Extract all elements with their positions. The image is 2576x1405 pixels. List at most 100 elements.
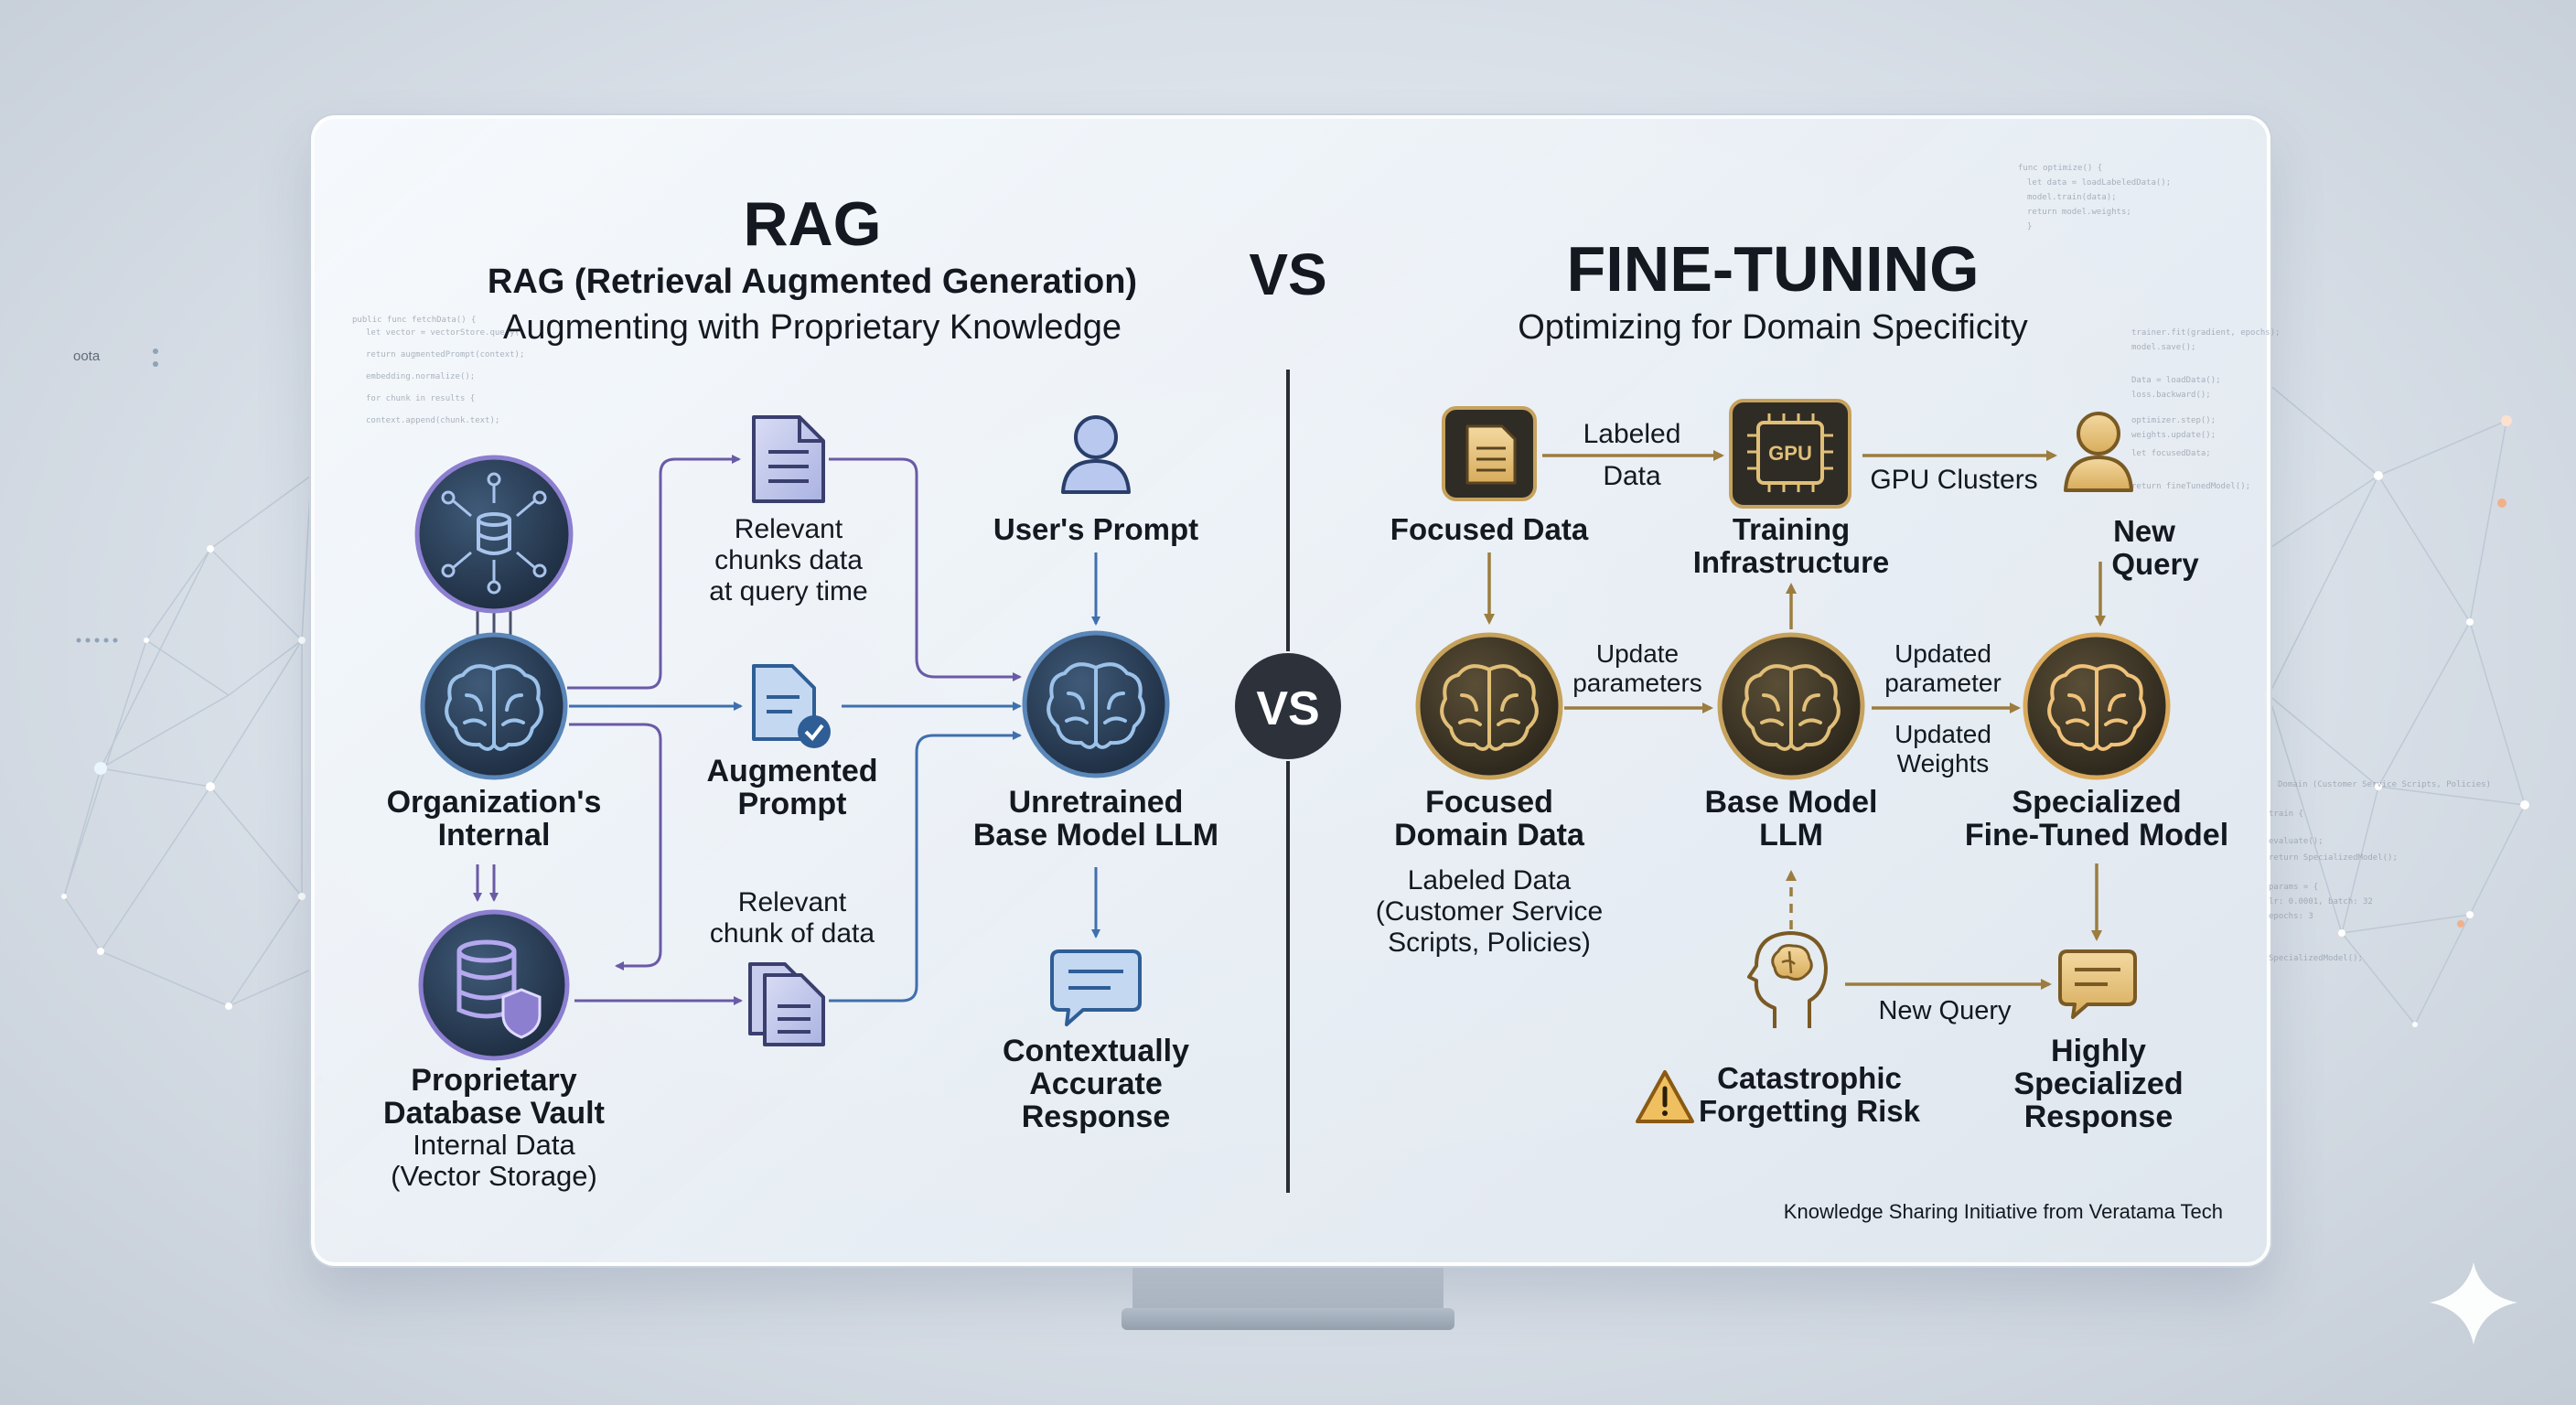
training-infra-2: Infrastructure — [1693, 545, 1890, 579]
svg-text:func optimize() {: func optimize() { — [2018, 164, 2102, 173]
specialized-1: Specialized — [2012, 785, 2181, 820]
document-icon — [752, 415, 825, 503]
chat-bubble-icon — [1050, 949, 1142, 1026]
svg-text:params = {: params = { — [2269, 883, 2318, 892]
svg-text:lr: 0.0001, batch: 32: lr: 0.0001, batch: 32 — [2269, 897, 2373, 906]
brain-icon — [1717, 632, 1865, 780]
svg-text:let focusedData;: let focusedData; — [2131, 449, 2211, 458]
document-icon — [1442, 406, 1537, 501]
svg-text:let vector = vectorStore.query: let vector = vectorStore.query( — [366, 328, 520, 338]
ft-response-3: Response — [2024, 1099, 2174, 1134]
monitor-stand-base — [1122, 1308, 1454, 1330]
base-llm-label-2: Base Model LLM — [973, 818, 1218, 853]
ft-title: FINE-TUNING — [1566, 233, 1979, 305]
warning-icon — [1636, 1070, 1694, 1123]
svg-text:optimizer.step();: optimizer.step(); — [2131, 416, 2216, 425]
focused-domain-desc-2: (Customer Service — [1376, 896, 1603, 927]
svg-text:SpecializedModel();: SpecializedModel(); — [2269, 954, 2363, 963]
vault-desc-1: Internal Data — [413, 1129, 575, 1161]
svg-text:for chunk in results {: for chunk in results { — [366, 394, 475, 403]
focused-domain-2: Domain Data — [1394, 818, 1585, 853]
gpu-chip-icon: GPU — [1729, 399, 1852, 509]
ft-connectors — [1484, 450, 2106, 990]
rag-title: RAG — [743, 189, 881, 259]
updated-param-1: Updated — [1894, 639, 1991, 668]
svg-text:return augmentedPrompt(context: return augmentedPrompt(context); — [366, 350, 524, 359]
org-internal-label-2: Internal — [438, 818, 551, 853]
augmented-prompt-2: Prompt — [738, 787, 847, 821]
user-prompt-label: User's Prompt — [993, 512, 1198, 546]
new-query-edge: New Query — [1878, 996, 2012, 1025]
left-dots — [76, 349, 158, 643]
gpu-chip-text: GPU — [1768, 442, 1812, 465]
response-label-3: Response — [1022, 1099, 1171, 1134]
database-network-icon — [414, 455, 574, 614]
brain-icon — [1415, 632, 1563, 780]
focused-domain-desc-1: Labeled Data — [1408, 865, 1572, 896]
new-query-user-2: Query — [2111, 547, 2199, 581]
augmented-prompt-1: Augmented — [707, 754, 878, 788]
monitor-stand-neck — [1132, 1262, 1444, 1314]
rag-subtitle: RAG (Retrieval Augmented Generation) — [488, 263, 1137, 301]
vs-badge: VS — [1235, 653, 1341, 759]
updated-weights-1: Updated — [1894, 720, 1991, 748]
base-model-2: LLM — [1759, 818, 1823, 853]
base-llm-label-1: Unretrained — [1009, 785, 1184, 820]
network-nodes — [61, 415, 2529, 1027]
labeled-edge-2: Data — [1603, 461, 1661, 491]
relevant-chunk-1: Relevant — [738, 887, 847, 917]
vs-heading: VS — [1249, 241, 1326, 307]
vs-badge-text: VS — [1256, 682, 1319, 735]
updated-weights-2: Weights — [1897, 749, 1990, 778]
brain-icon — [420, 632, 568, 780]
focused-domain-1: Focused — [1425, 785, 1553, 820]
focused-data-label: Focused Data — [1390, 512, 1589, 546]
brain-icon — [1022, 630, 1170, 778]
relevant-chunks-2: chunks data — [714, 545, 863, 575]
rag-tagline: Augmenting with Proprietary Knowledge — [503, 308, 1122, 347]
rag-connectors — [473, 455, 1100, 1005]
ft-response-2: Specialized — [2013, 1067, 2183, 1101]
gpu-clusters-label: GPU Clusters — [1870, 465, 2037, 495]
svg-text:epochs: 3: epochs: 3 — [2269, 912, 2313, 921]
documents-icon — [748, 962, 825, 1046]
update-params-1: Update — [1596, 639, 1679, 668]
svg-text:evaluate();: evaluate(); — [2269, 837, 2324, 846]
svg-text:Domain (Customer Service Scrip: Domain (Customer Service Scripts, Polici… — [2278, 780, 2491, 789]
relevant-chunks-3: at query time — [709, 576, 867, 606]
svg-text:}: } — [2027, 222, 2032, 231]
svg-text:let data = loadLabeledData();: let data = loadLabeledData(); — [2027, 178, 2171, 188]
accent-dots — [317, 499, 2506, 1082]
svg-text:weights.update();: weights.update(); — [2131, 431, 2216, 440]
ft-tagline: Optimizing for Domain Specificity — [1518, 308, 2028, 347]
brain-icon — [2023, 632, 2171, 780]
chat-bubble-icon — [2058, 949, 2137, 1019]
svg-text:public func fetchData() {: public func fetchData() { — [352, 316, 476, 325]
update-params-2: parameters — [1572, 669, 1702, 697]
svg-text:model.train(data);: model.train(data); — [2027, 193, 2117, 202]
vault-desc-2: (Vector Storage) — [391, 1160, 597, 1192]
labeled-edge-1: Labeled — [1583, 419, 1681, 449]
org-internal-label-1: Organization's — [387, 785, 602, 820]
response-label-1: Contextually — [1003, 1034, 1189, 1068]
svg-text:trainer.fit(gradient, epochs);: trainer.fit(gradient, epochs); — [2131, 328, 2281, 338]
user-icon — [1061, 415, 1131, 494]
svg-text:return fineTunedModel();: return fineTunedModel(); — [2131, 482, 2250, 491]
new-query-user-1: New — [2113, 514, 2175, 548]
svg-text:embedding.normalize();: embedding.normalize(); — [366, 372, 475, 381]
svg-text:Data = loadData();: Data = loadData(); — [2131, 376, 2221, 385]
vault-label-1: Proprietary — [411, 1063, 576, 1098]
relevant-chunk-2: chunk of data — [710, 918, 875, 949]
ft-response-1: Highly — [2051, 1034, 2146, 1068]
svg-text:model.save();: model.save(); — [2131, 343, 2195, 352]
database-shield-icon — [418, 909, 570, 1061]
footer-credit: Knowledge Sharing Initiative from Verata… — [1784, 1200, 2223, 1223]
specialized-2: Fine-Tuned Model — [1965, 818, 2228, 853]
response-label-2: Accurate — [1029, 1067, 1163, 1101]
sparkle-icon — [2430, 1262, 2517, 1345]
svg-text:loss.backward();: loss.backward(); — [2131, 391, 2211, 400]
training-infra-1: Training — [1733, 512, 1850, 546]
focused-domain-desc-3: Scripts, Policies) — [1388, 928, 1591, 958]
